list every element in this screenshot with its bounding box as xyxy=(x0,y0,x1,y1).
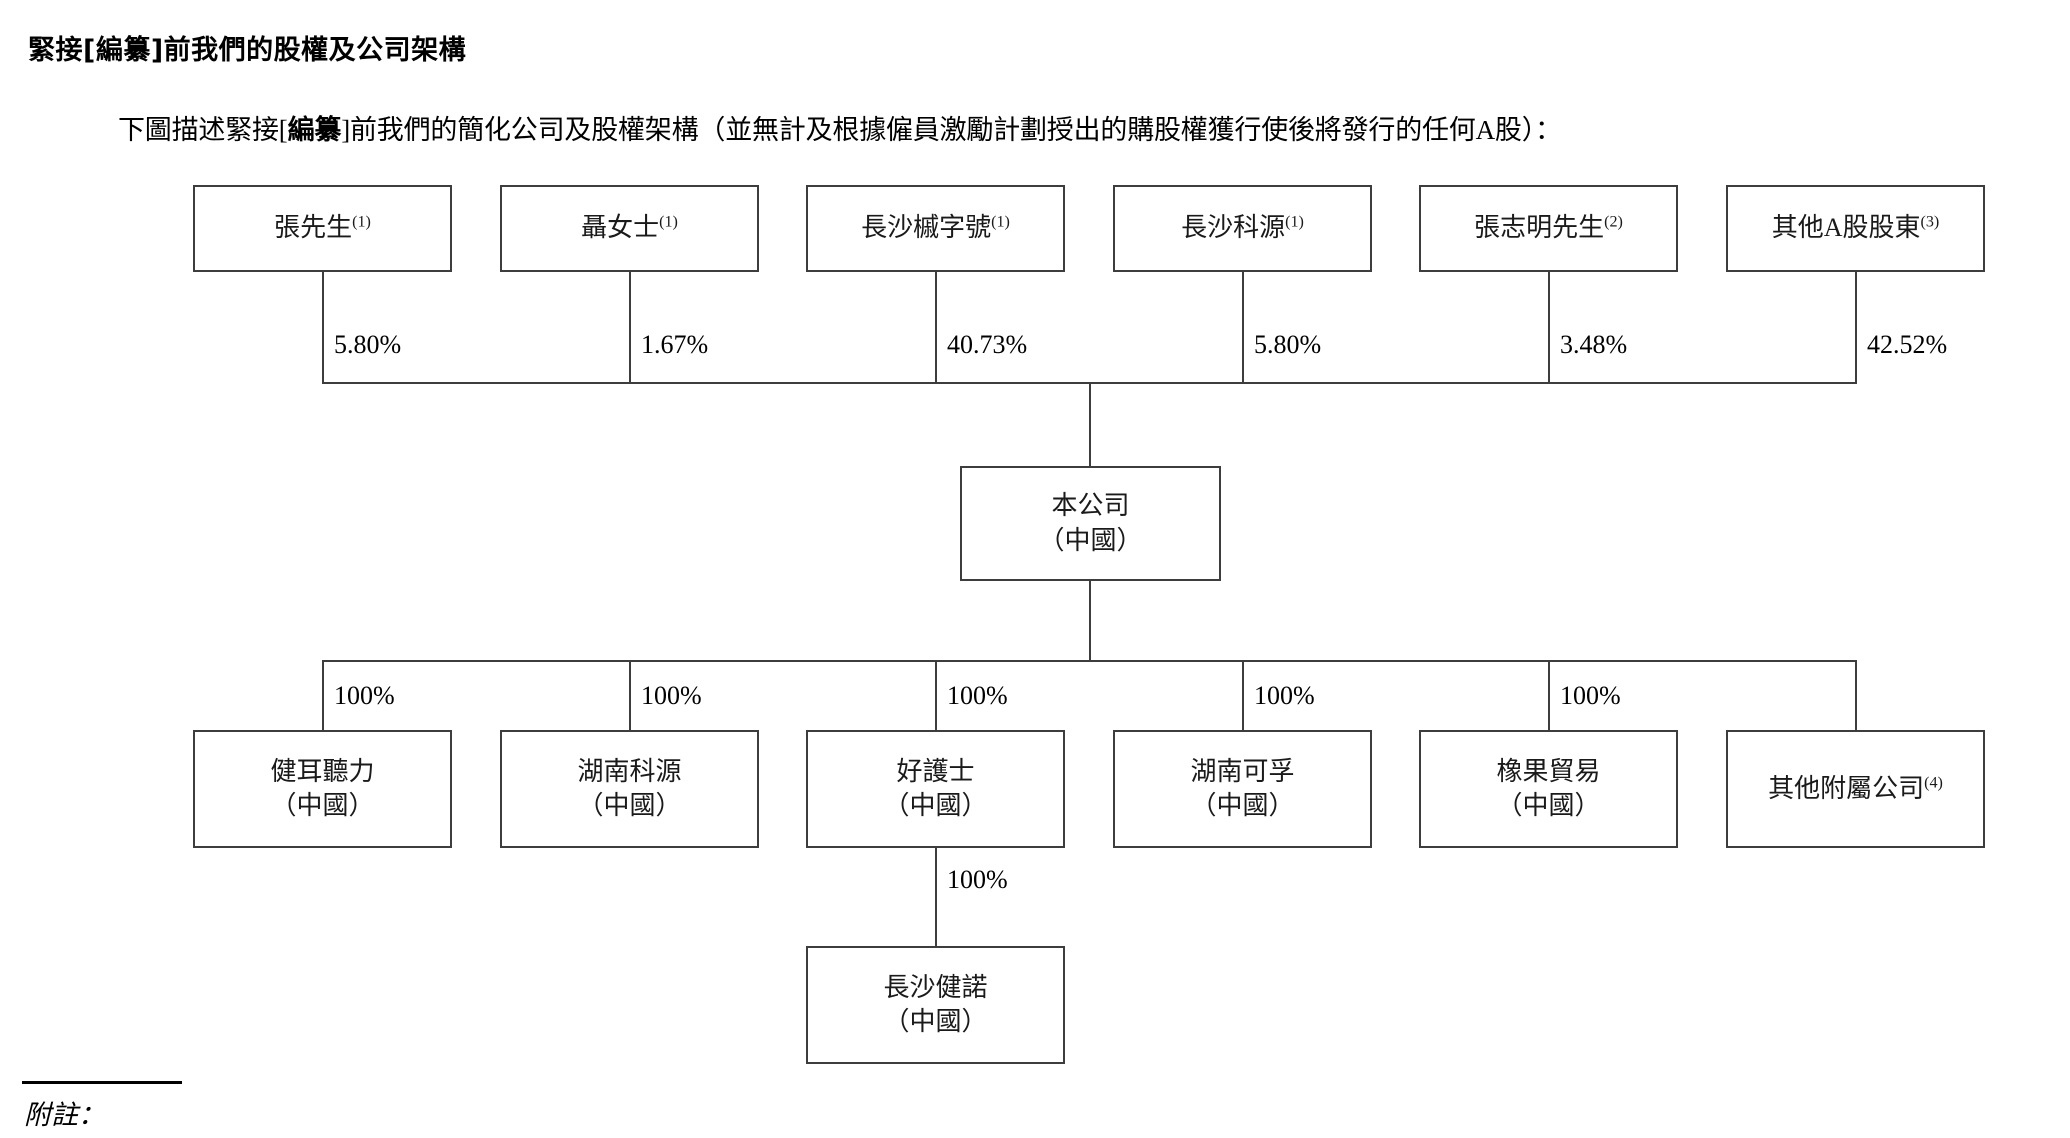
connector-to-sub-subsidiary xyxy=(935,848,937,947)
connector-bus-to-company xyxy=(1089,382,1091,467)
stake-label-3: 5.80% xyxy=(1254,330,1322,359)
shareholder-box-4: 張志明先生(2) xyxy=(1419,185,1678,272)
sub-subsidiary-stake-label: 100% xyxy=(947,865,1008,894)
stake-label-1: 1.67% xyxy=(641,330,709,359)
connector-subsidiary-3 xyxy=(1242,660,1244,730)
subsidiary-label-1: 湖南科源（中國） xyxy=(577,756,682,820)
subsidiary-box-4: 橡果貿易（中國） xyxy=(1419,730,1678,848)
connector-shareholder-1 xyxy=(629,272,631,382)
stake-label-0: 5.80% xyxy=(334,330,402,359)
subsidiary-box-1: 湖南科源（中國） xyxy=(500,730,759,848)
connector-subsidiary-1 xyxy=(629,660,631,730)
intro-paragraph: 下圖描述緊接[編纂]前我們的簡化公司及股權架構（並無計及根據僱員激勵計劃授出的購… xyxy=(118,112,1562,148)
shareholder-box-5: 其他A股股東(3) xyxy=(1726,185,1985,272)
footnote-label: 附註： xyxy=(24,1100,105,1130)
intro-text-after: ]前我們的簡化公司及股權架構（並無計及根據僱員激勵計劃授出的購股權獲行使後將發行… xyxy=(341,115,1562,145)
company-box: 本公司（中國） xyxy=(960,466,1221,581)
connector-subsidiary-4 xyxy=(1548,660,1550,730)
sub-subsidiary-box: 長沙健諾（中國） xyxy=(806,946,1065,1064)
subsidiary-stake-label-1: 100% xyxy=(641,681,702,710)
shareholder-label-5: 其他A股股東(3) xyxy=(1771,213,1940,243)
subsidiary-stake-label-3: 100% xyxy=(1254,681,1315,710)
subsidiary-box-5: 其他附屬公司(4) xyxy=(1726,730,1985,848)
shareholder-box-1: 聶女士(1) xyxy=(500,185,759,272)
stake-label-2: 40.73% xyxy=(947,330,1028,359)
connector-shareholder-5 xyxy=(1855,272,1857,382)
subsidiary-stake-label-2: 100% xyxy=(947,681,1008,710)
footnote-divider xyxy=(22,1081,182,1084)
page-title: 緊接[編纂]前我們的股權及公司架構 xyxy=(28,35,467,66)
company-label: 本公司（中國） xyxy=(1038,491,1143,555)
shareholder-box-3: 長沙科源(1) xyxy=(1113,185,1372,272)
subsidiary-label-5: 其他附屬公司(4) xyxy=(1768,773,1943,803)
subsidiary-label-0: 健耳聽力（中國） xyxy=(270,756,375,820)
subsidiary-label-4: 橡果貿易（中國） xyxy=(1496,756,1601,820)
subsidiary-box-2: 好護士（中國） xyxy=(806,730,1065,848)
subsidiary-box-0: 健耳聽力（中國） xyxy=(193,730,452,848)
intro-text-emphasis: 編纂 xyxy=(287,115,342,145)
shareholder-label-4: 張志明先生(2) xyxy=(1474,213,1623,243)
shareholder-label-0: 張先生(1) xyxy=(274,213,371,243)
sub-subsidiary-label: 長沙健諾（中國） xyxy=(883,972,988,1036)
connector-shareholder-4 xyxy=(1548,272,1550,382)
connector-subsidiary-0 xyxy=(322,660,324,730)
connector-subsidiary-5 xyxy=(1855,660,1857,730)
shareholder-label-3: 長沙科源(1) xyxy=(1181,213,1304,243)
subsidiary-stake-label-4: 100% xyxy=(1560,681,1621,710)
connector-subsidiary-2 xyxy=(935,660,937,730)
connector-shareholder-2 xyxy=(935,272,937,382)
subsidiary-box-3: 湖南可孚（中國） xyxy=(1113,730,1372,848)
connector-shareholder-0 xyxy=(322,272,324,382)
shareholder-label-1: 聶女士(1) xyxy=(581,213,678,243)
connector-company-to-bus xyxy=(1089,581,1091,661)
connector-shareholder-3 xyxy=(1242,272,1244,382)
shareholder-label-2: 長沙槭字號(1) xyxy=(861,213,1010,243)
subsidiary-label-3: 湖南可孚（中國） xyxy=(1190,756,1295,820)
shareholder-box-2: 長沙槭字號(1) xyxy=(806,185,1065,272)
subsidiary-label-2: 好護士（中國） xyxy=(883,756,988,820)
intro-text-before: 下圖描述緊接[ xyxy=(118,115,288,145)
shareholder-box-0: 張先生(1) xyxy=(193,185,452,272)
connector-subsidiary-bus xyxy=(322,660,1857,662)
stake-label-5: 42.52% xyxy=(1867,330,1948,359)
subsidiary-stake-label-0: 100% xyxy=(334,681,395,710)
stake-label-4: 3.48% xyxy=(1560,330,1628,359)
